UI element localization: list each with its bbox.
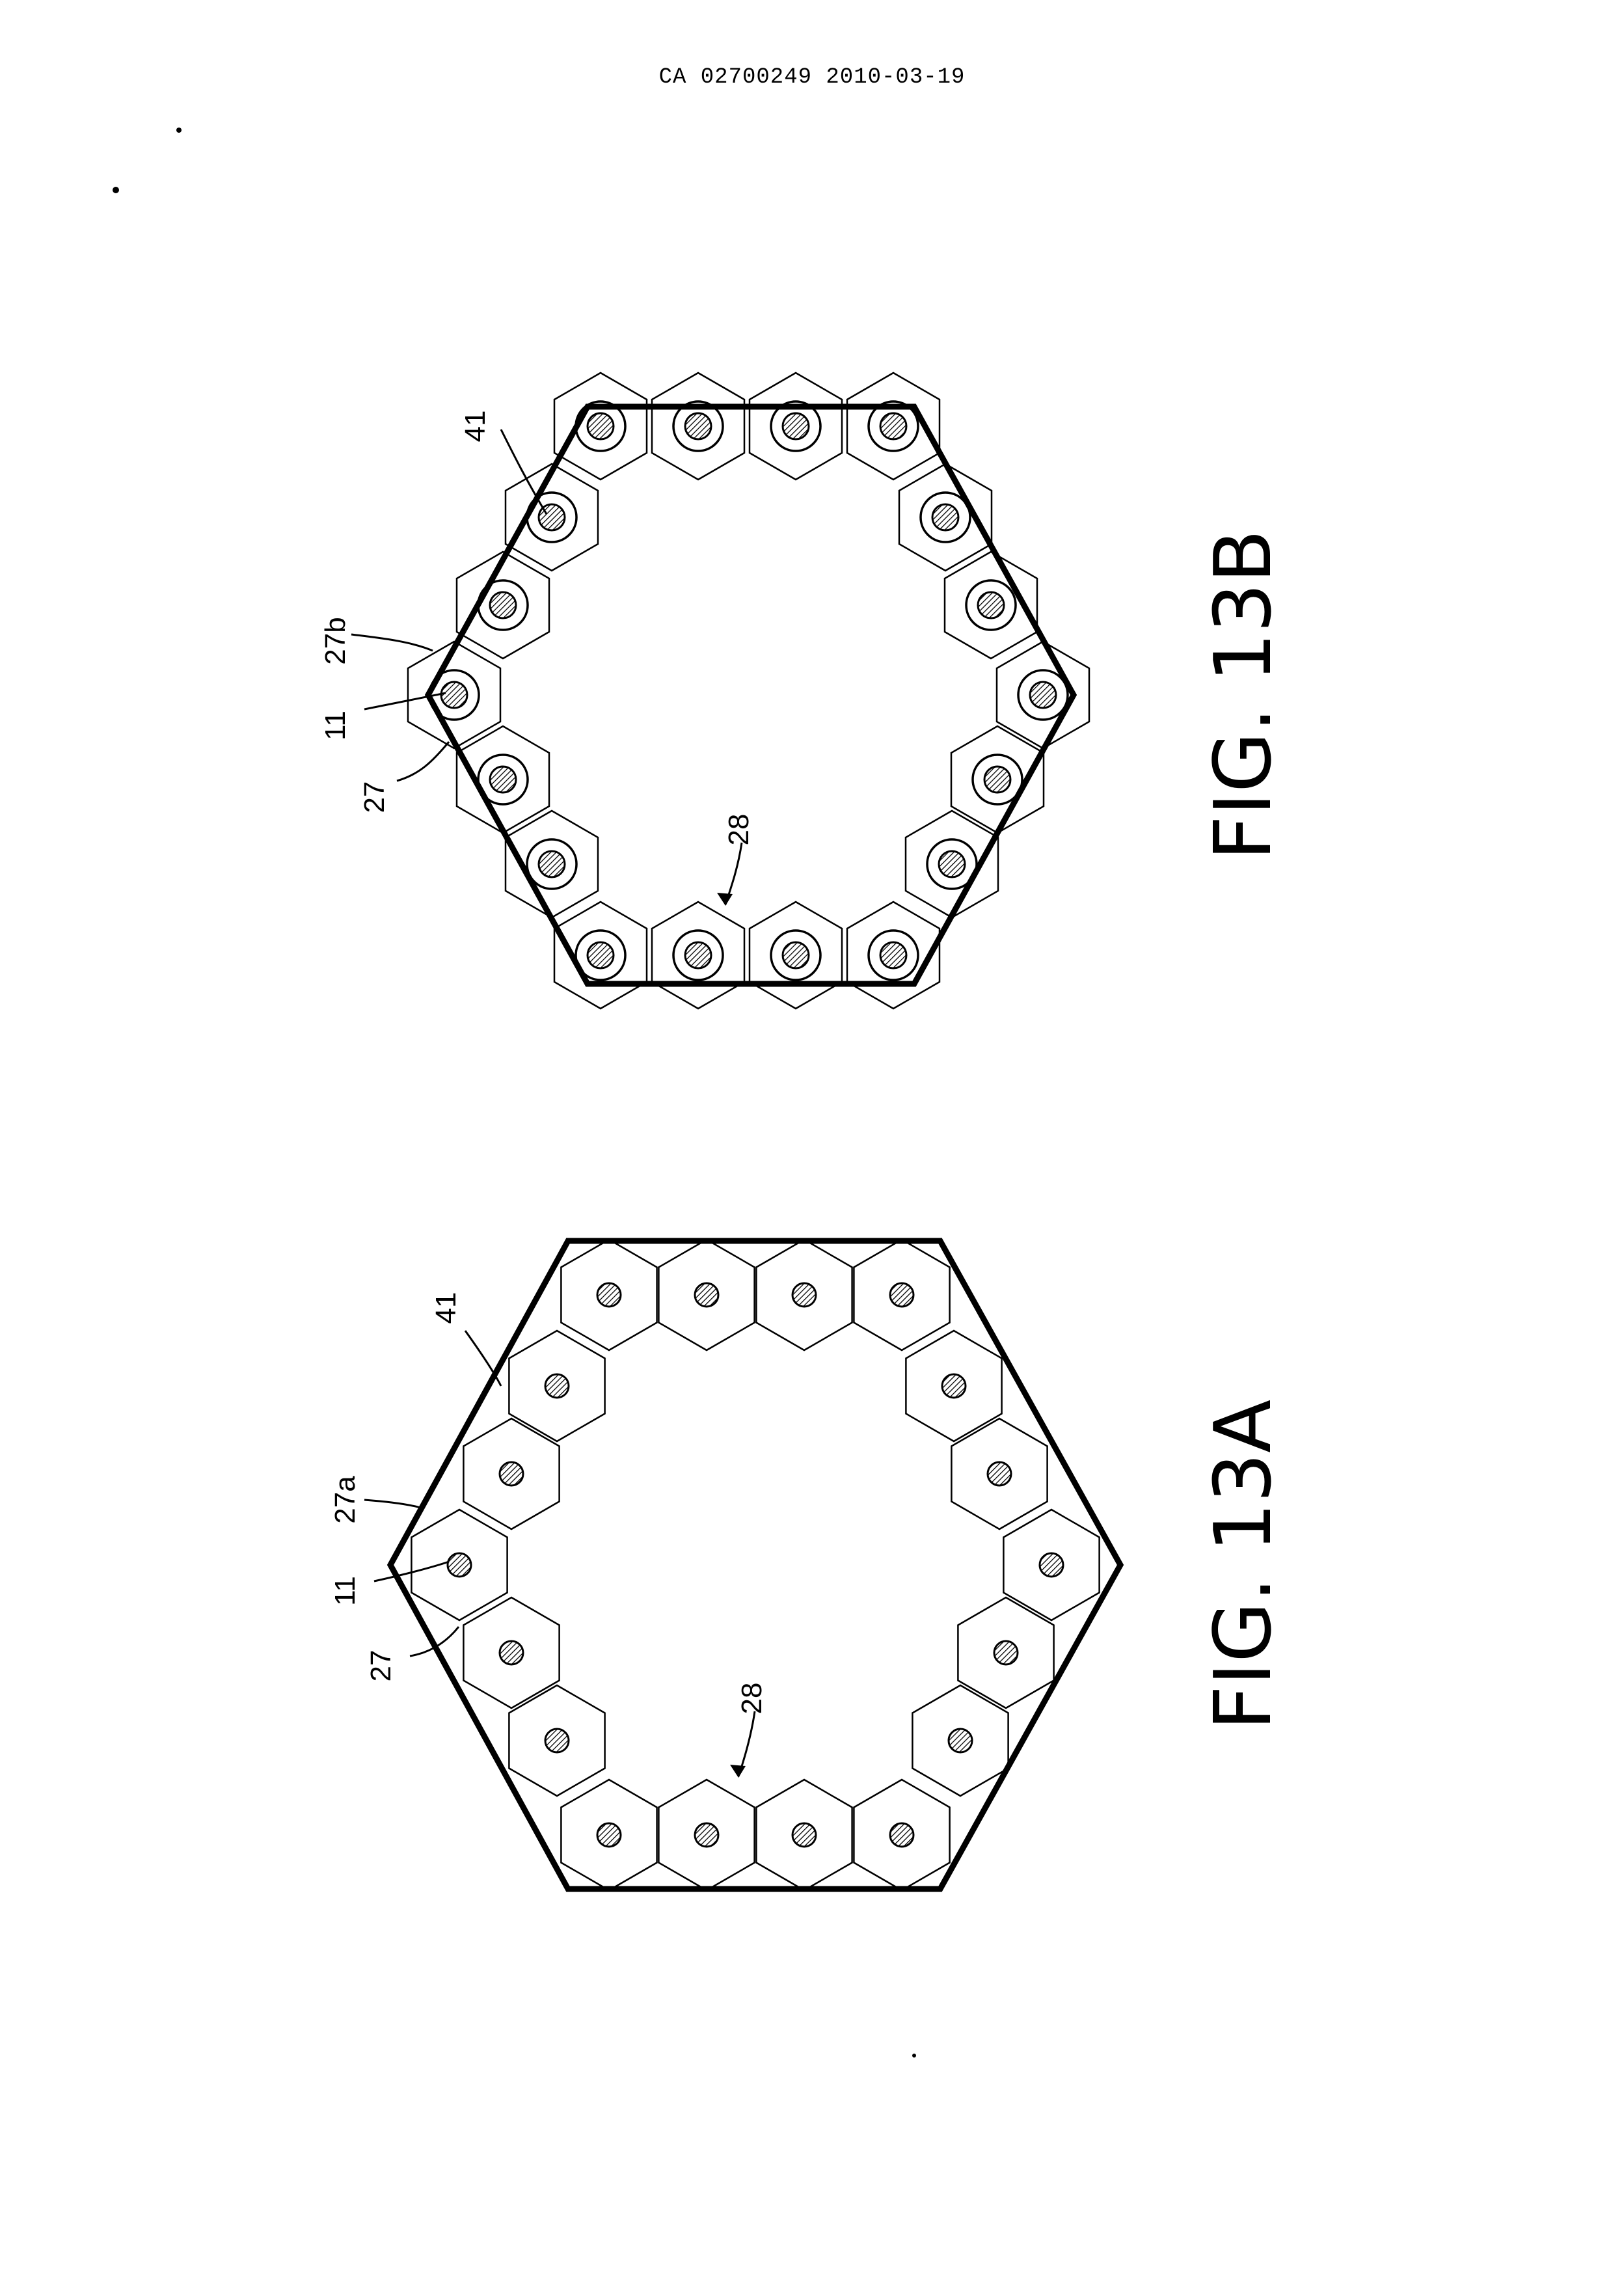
fig13b-hex-cell: [457, 726, 549, 833]
fig13a-gap-arrowhead: [730, 1765, 746, 1778]
fig13b-rod: [441, 682, 467, 708]
fig13a-hex-cell: [854, 1780, 949, 1890]
fig13b-hex-cells: [408, 373, 1089, 1009]
fig13b-hex-cell: [554, 373, 647, 480]
fig13b-gap-arrowhead: [717, 893, 733, 906]
fig13a-rod: [792, 1283, 816, 1307]
fig13a-rod: [545, 1729, 569, 1752]
fig13b-rod: [984, 767, 1010, 793]
fig13a-rod: [448, 1553, 471, 1577]
fig13a-hex-cell: [756, 1780, 852, 1890]
fig13b-rod: [880, 413, 906, 439]
fig13b-ref-28: 28: [723, 814, 755, 846]
fig13a-rod: [988, 1462, 1011, 1486]
fig13b-rod: [880, 942, 906, 968]
fig13a-hex-cell: [561, 1240, 656, 1350]
fig13b-rod: [588, 413, 614, 439]
fig13b-hex-cell: [408, 642, 500, 748]
fig13b-hex-cell: [750, 902, 842, 1009]
fig13a-outer-boundary: [390, 1241, 1120, 1889]
fig13b-ref-11: 11: [319, 711, 351, 740]
fig13b-hex-cell: [506, 464, 598, 571]
fig13b-rod: [588, 942, 614, 968]
fig13b-rod: [783, 413, 809, 439]
fig13a-ref-28: 28: [736, 1683, 768, 1715]
fig13b-ref-27b: 27b: [319, 617, 351, 664]
fig13b-rod: [1030, 682, 1056, 708]
fig13a-hex-cell: [854, 1240, 949, 1350]
fig13a-ref-27: 27: [365, 1650, 397, 1682]
fig13b-rod: [783, 942, 809, 968]
fig13b-ref-27: 27: [359, 781, 390, 813]
fig13a-rod: [890, 1823, 914, 1847]
fig13b-hex-cell: [906, 811, 998, 917]
fig13a-rod: [942, 1374, 966, 1398]
fig13b-hex-cell: [457, 552, 549, 659]
fig13a-rod: [890, 1283, 914, 1307]
fig13a-rod: [1040, 1553, 1063, 1577]
fig13b-hex-cell: [750, 373, 842, 480]
fig13a-hex-cell: [561, 1780, 656, 1890]
fig13b-rod: [685, 413, 711, 439]
fig13b-outer-boundary: [428, 407, 1074, 984]
fig13a-rod: [695, 1823, 718, 1847]
fig13a-ref-11: 11: [329, 1576, 361, 1606]
fig13a-ref-41: 41: [430, 1292, 462, 1324]
fig13b-rod: [490, 592, 516, 618]
fig13b-hex-cell: [652, 373, 744, 480]
fig13a-rod: [500, 1641, 523, 1664]
fig13a-rod: [500, 1462, 523, 1486]
fig13a-hex-cell: [411, 1510, 507, 1620]
fig13a-rod: [597, 1823, 621, 1847]
figure-13a: 41 27a 11 27 28 FIG. 13A: [329, 1240, 1289, 1890]
fig13b-caption: FIG. 13B: [1198, 530, 1289, 861]
fig13a-rod: [792, 1823, 816, 1847]
fig13b-rod: [539, 851, 565, 877]
fig13b-rod: [978, 592, 1004, 618]
fig13a-caption: FIG. 13A: [1198, 1400, 1289, 1730]
fig13b-hex-cell: [554, 902, 647, 1009]
fig13b-hex-cell: [652, 902, 744, 1009]
fig13b-hex-cell: [847, 902, 940, 1009]
fig13a-rod: [695, 1283, 718, 1307]
fig13b-ref-41: 41: [459, 411, 491, 442]
fig13a-rod: [949, 1729, 972, 1752]
fig13a-hex-cell: [756, 1240, 852, 1350]
fig13a-ref-27a: 27a: [329, 1476, 361, 1524]
figure-13b: 41 27b 11 27 28 FIG. 13B: [319, 373, 1289, 1009]
fig13a-hex-cell: [658, 1240, 754, 1350]
fig13a-rod: [597, 1283, 621, 1307]
fig13b-rod: [685, 942, 711, 968]
fig13a-rod: [994, 1641, 1018, 1664]
fig13b-rod: [490, 767, 516, 793]
fig13b-rod: [932, 504, 958, 530]
fig13a-hex-cell: [658, 1780, 754, 1890]
fig13a-rod: [545, 1374, 569, 1398]
fig13b-rod: [939, 851, 965, 877]
